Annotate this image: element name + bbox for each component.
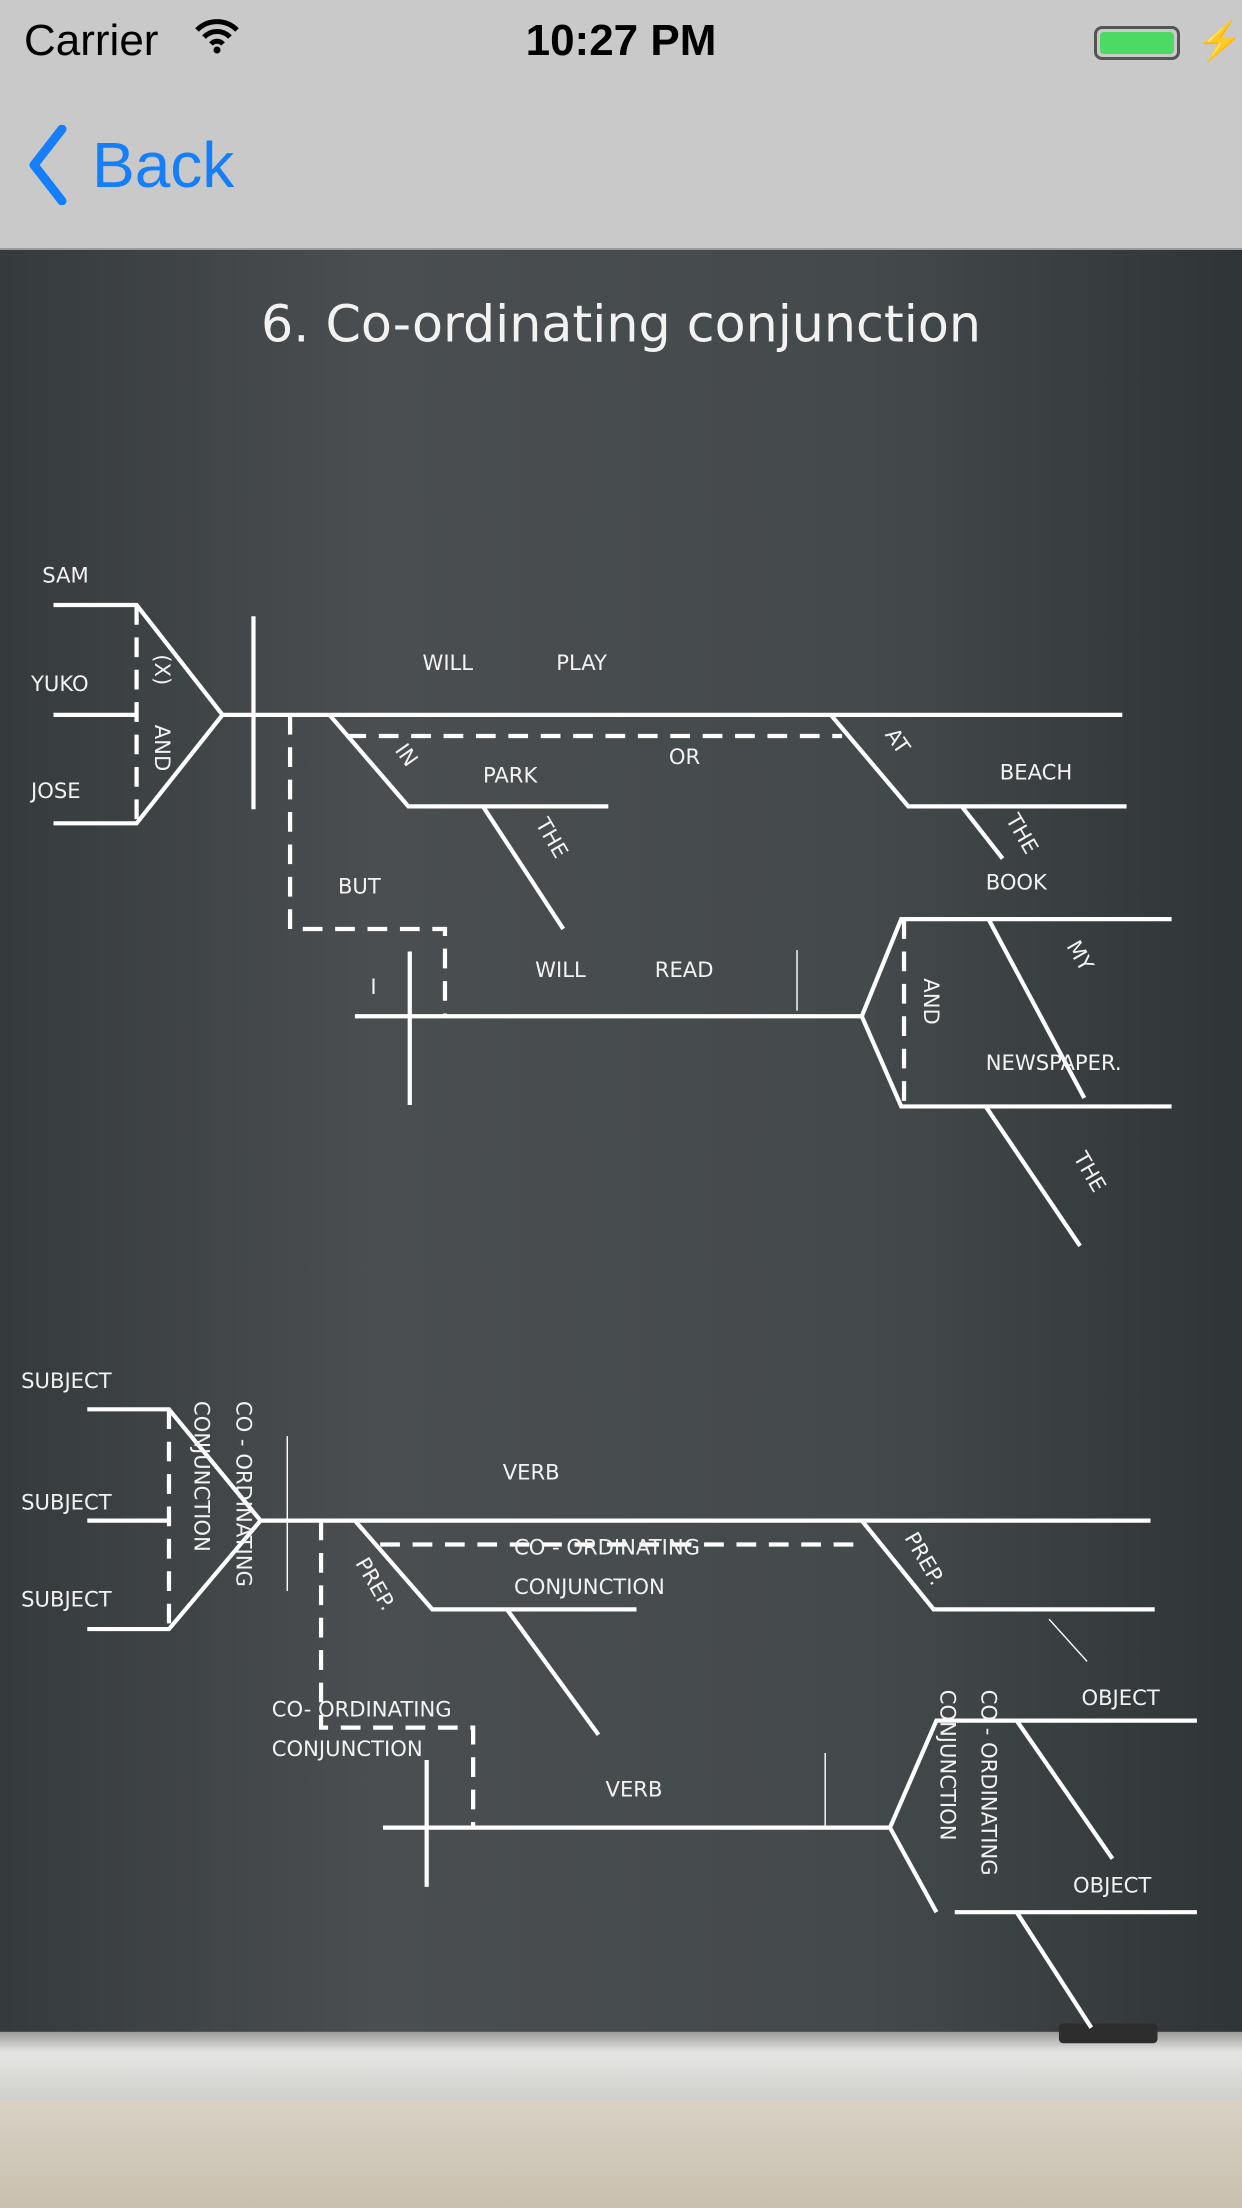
chalkboard-diagram: 6. Co-ordinating conjunction SAM YUKO JO… [0, 250, 1242, 2208]
word-and: AND [150, 725, 175, 772]
word-x: (X) [150, 654, 175, 685]
eraser [1058, 2023, 1158, 2044]
word-and-2: AND [919, 978, 944, 1025]
word-jose: JOSE [29, 778, 81, 803]
label-subject-1: SUBJECT [21, 1368, 112, 1393]
status-bar: Carrier 10:27 PM ⚡ [0, 0, 1242, 84]
template-diagram [87, 1407, 1197, 2029]
label-conjunction-vertical-2: CONJUNCTION [936, 1690, 961, 1841]
label-subject-3: SUBJECT [21, 1587, 112, 1612]
wall [0, 2099, 1242, 2208]
board-background [0, 250, 1242, 2032]
clock: 10:27 PM [525, 16, 717, 65]
label-coordinating-vertical: CO - ORDINATING [232, 1401, 257, 1587]
word-newspaper: NEWSPAPER. [986, 1050, 1122, 1075]
word-sam: SAM [42, 562, 88, 587]
charging-icon: ⚡ [1196, 21, 1242, 63]
word-beach: BEACH [1000, 760, 1073, 785]
word-but: BUT [338, 874, 381, 899]
chevron-left-icon [29, 125, 67, 205]
label-object-2: OBJECT [1073, 1872, 1151, 1897]
chalk-tray [0, 2031, 1242, 2100]
label-conjunction-vertical: CONJUNCTION [189, 1401, 214, 1552]
label-coordinating-mid: CO - ORDINATING [514, 1534, 700, 1559]
word-or: OR [669, 744, 701, 769]
label-conjunction-mid: CONJUNCTION [514, 1574, 665, 1599]
label-conjunction-clause: CONJUNCTION [272, 1736, 423, 1761]
battery-icon [1094, 26, 1180, 60]
carrier-label: Carrier [24, 16, 159, 65]
word-play: PLAY [556, 650, 607, 675]
label-verb: VERB [503, 1460, 560, 1485]
word-will-2: WILL [535, 957, 586, 982]
board-title: 6. Co-ordinating conjunction [261, 295, 981, 354]
navigation-bar: Back [0, 84, 1242, 250]
example-diagram [53, 602, 1172, 1248]
label-subject-2: SUBJECT [21, 1489, 112, 1514]
label-verb-2: VERB [606, 1777, 663, 1802]
word-book: BOOK [986, 870, 1048, 895]
back-label: Back [92, 129, 235, 201]
word-will: WILL [422, 650, 473, 675]
label-coordinating-clause: CO- ORDINATING [272, 1696, 452, 1721]
word-yuko: YUKO [30, 671, 89, 696]
label-coordinating-vertical-2: CO - ORDINATING [976, 1690, 1001, 1876]
label-object-1: OBJECT [1081, 1685, 1159, 1710]
word-read: READ [655, 957, 714, 982]
back-button[interactable]: Back [28, 120, 234, 210]
word-park: PARK [483, 762, 538, 787]
wifi-icon [194, 18, 240, 64]
word-i: I [370, 974, 376, 999]
